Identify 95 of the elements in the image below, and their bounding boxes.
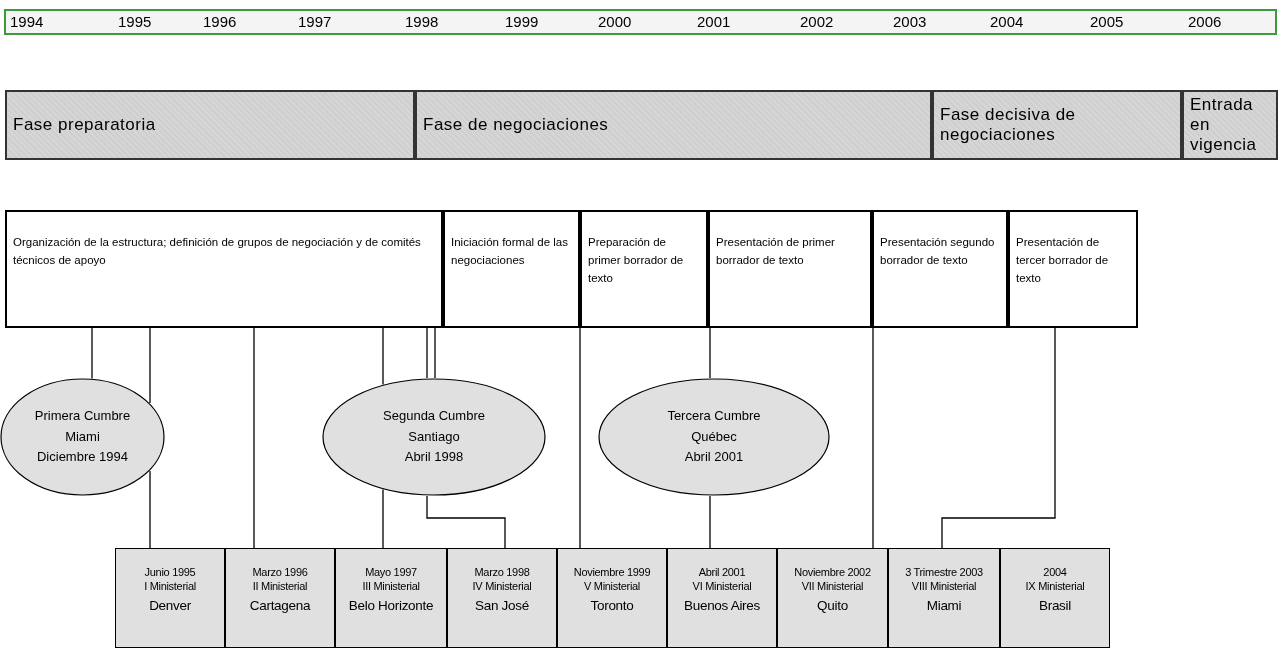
year-label: 2001 xyxy=(697,12,731,32)
connector-line xyxy=(579,327,581,549)
year-label: 2003 xyxy=(893,12,927,32)
phase-band xyxy=(932,90,1182,160)
connector-line xyxy=(382,327,384,386)
stage-box xyxy=(872,210,1008,328)
year-label: 2002 xyxy=(800,12,834,32)
summit-text: Tercera Cumbre xyxy=(667,406,761,425)
ministerial-text: 3 Trimestre 2003 xyxy=(905,565,983,580)
summit-text: Abril 2001 xyxy=(684,448,744,467)
stage-text: Organización de la estructura; definición de grupos de negociación y de comités técnicos de apoyo xyxy=(13,236,421,266)
stage-box xyxy=(708,210,872,328)
ministerial-text: VII Ministerial xyxy=(801,579,864,594)
phase-label: Fase de negociaciones xyxy=(423,115,609,135)
phase-band xyxy=(415,90,932,160)
summit-text: Québec xyxy=(691,427,737,446)
stage-text: Presentación de tercer borrador de texto xyxy=(1016,236,1109,284)
stage-box xyxy=(5,210,443,328)
ministerial-text: I Ministerial xyxy=(144,579,196,594)
connector-line xyxy=(253,327,255,549)
ministerial-text: Belo Horizonte xyxy=(348,596,434,615)
connector-line xyxy=(91,327,93,380)
summit-text: Segunda Cumbre xyxy=(383,406,485,425)
ministerial-box xyxy=(225,548,335,648)
ministerial-text: Marzo 1998 xyxy=(474,565,530,580)
summit-text: Santiago xyxy=(408,427,460,446)
connector-line xyxy=(382,488,384,549)
summit-text: Diciembre 1994 xyxy=(36,448,128,467)
ministerial-text: II Ministerial xyxy=(252,579,308,594)
ministerial-box xyxy=(667,548,777,648)
summit-ellipse xyxy=(322,378,546,496)
phase-label: Fase decisiva de negociaciones xyxy=(940,105,1077,145)
connector-line xyxy=(434,327,436,379)
phase-label: Entrada en vigencia xyxy=(1190,95,1258,155)
connector-line xyxy=(426,495,506,549)
ministerial-text: 2004 xyxy=(1043,565,1067,580)
year-label: 1999 xyxy=(505,12,539,32)
year-label: 1996 xyxy=(203,12,237,32)
ministerial-text: Buenos Aires xyxy=(684,596,760,615)
ministerial-text: IX Ministerial xyxy=(1025,579,1085,594)
stage-text: Presentación de primer borrador de texto xyxy=(716,236,835,266)
ministerial-text: Brasil xyxy=(1039,596,1071,615)
ministerial-text: Quito xyxy=(817,596,848,615)
ministerial-text: Abril 2001 xyxy=(698,565,746,580)
connector-line xyxy=(426,327,428,379)
summit-text: Miami xyxy=(65,427,100,446)
connector-line xyxy=(941,327,1056,549)
phase-band xyxy=(1182,90,1278,160)
connector-line xyxy=(872,327,874,549)
year-label: 2000 xyxy=(598,12,632,32)
ministerial-box xyxy=(1000,548,1110,648)
phase-band xyxy=(5,90,415,160)
ministerial-text: Cartagena xyxy=(249,596,311,615)
ministerial-box xyxy=(335,548,447,648)
connector-line xyxy=(709,327,711,379)
summit-ellipse xyxy=(0,378,165,496)
connector-line xyxy=(149,470,151,549)
stage-box xyxy=(1008,210,1138,328)
year-label: 2006 xyxy=(1188,12,1222,32)
year-label: 2004 xyxy=(990,12,1024,32)
summit-ellipse xyxy=(598,378,830,496)
summit-text: Primera Cumbre xyxy=(34,406,131,425)
ministerial-box xyxy=(557,548,667,648)
ministerial-text: Junio 1995 xyxy=(144,565,196,580)
year-label: 1995 xyxy=(118,12,152,32)
ministerial-text: VIII Ministerial xyxy=(911,579,977,594)
year-label: 1997 xyxy=(298,12,332,32)
phase-label: Fase preparatoria xyxy=(13,115,156,135)
year-label: 2005 xyxy=(1090,12,1124,32)
stage-box xyxy=(580,210,708,328)
ministerial-text: VI Ministerial xyxy=(692,579,752,594)
ministerial-text: IV Ministerial xyxy=(472,579,532,594)
ministerial-text: Miami xyxy=(926,596,962,615)
stage-text: Iniciación formal de las negociaciones xyxy=(451,236,568,266)
summit-text: Abril 1998 xyxy=(404,448,464,467)
ministerial-text: Mayo 1997 xyxy=(365,565,417,580)
ministerial-box xyxy=(115,548,225,648)
ministerial-text: Noviembre 2002 xyxy=(794,565,871,580)
ministerial-box xyxy=(447,548,557,648)
ministerial-text: III Ministerial xyxy=(362,579,420,594)
ministerial-text: San José xyxy=(475,596,529,615)
ministerial-text: Marzo 1996 xyxy=(252,565,308,580)
year-label: 1994 xyxy=(10,12,44,32)
ministerial-text: V Ministerial xyxy=(584,579,640,594)
ministerial-box xyxy=(777,548,888,648)
stage-text: Preparación de primer borrador de texto xyxy=(588,236,684,284)
ministerial-box xyxy=(888,548,1000,648)
stage-text: Presentación segundo borrador de texto xyxy=(880,236,995,266)
connector-line xyxy=(149,327,151,404)
stage-box xyxy=(443,210,580,328)
ministerial-text: Noviembre 1999 xyxy=(573,565,651,580)
ministerial-text: Toronto xyxy=(590,596,634,615)
connector-line xyxy=(709,495,711,549)
ministerial-text: Denver xyxy=(149,596,191,615)
year-label: 1998 xyxy=(405,12,439,32)
